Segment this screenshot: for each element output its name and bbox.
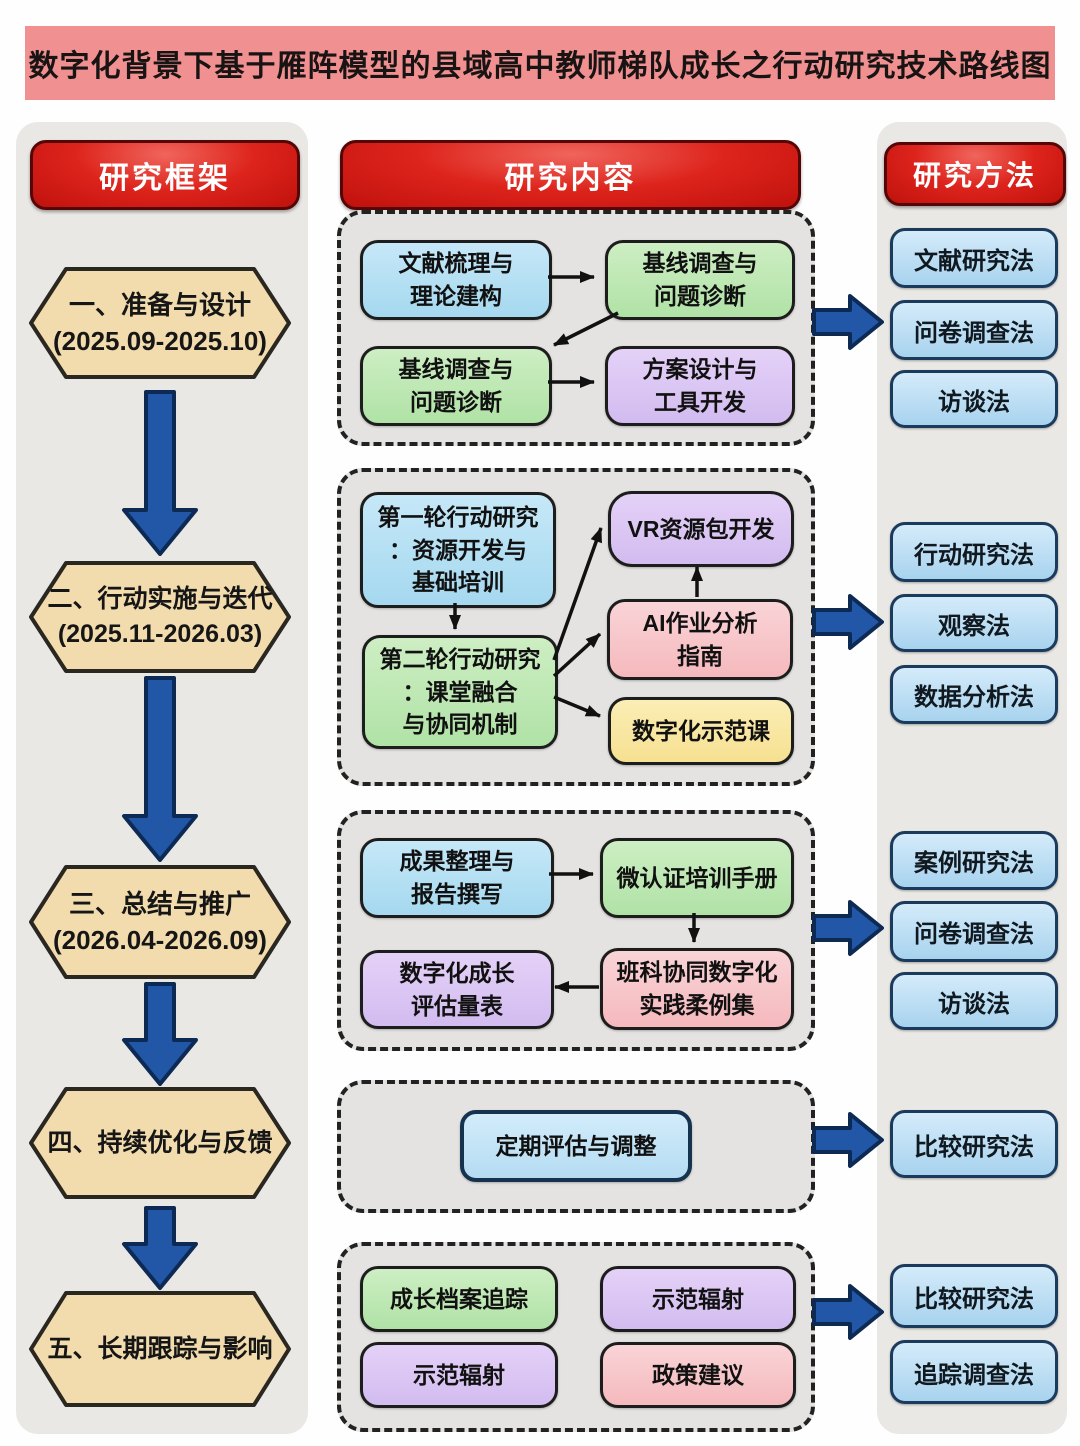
- hexagon-shape: [29, 1087, 291, 1199]
- content-box: 第二轮行动研究 ：课堂融合 与协同机制: [362, 635, 558, 749]
- flow-arrow-right-2: [812, 594, 884, 650]
- hexagon-shape: [29, 267, 291, 379]
- content-box: VR资源包开发: [608, 491, 794, 567]
- method-box: 追踪调查法: [890, 1340, 1058, 1404]
- method-box: 数据分析法: [890, 665, 1058, 724]
- content-box: 第一轮行动研究 ：资源开发与 基础培训: [360, 492, 556, 608]
- method-box: 案例研究法: [890, 831, 1058, 890]
- flow-arrow-down-4: [122, 1206, 198, 1290]
- content-box: 定期评估与调整: [460, 1110, 692, 1182]
- content-box: 数字化成长 评估量表: [360, 950, 554, 1029]
- page-title: 数字化背景下基于雁阵模型的县域高中教师梯队成长之行动研究技术路线图: [25, 26, 1055, 100]
- flow-arrow-right-4: [812, 1112, 884, 1168]
- content-box: 文献梳理与 理论建构: [360, 240, 552, 320]
- stage-hexagon-5: 五、长期跟踪与影响: [28, 1290, 292, 1408]
- flow-arrow-down-2: [122, 676, 198, 862]
- stage-name: 一、准备与设计: [68, 289, 251, 320]
- method-box: 比较研究法: [890, 1110, 1058, 1178]
- content-box: 数字化示范课: [608, 697, 794, 765]
- stage-date: (2025.11-2026.03): [57, 620, 263, 648]
- content-box: 成果整理与 报告撰写: [360, 838, 554, 918]
- content-box: 基线调查与 问题诊断: [360, 346, 552, 426]
- method-box: 问卷调查法: [890, 901, 1058, 962]
- content-box: 示范辐射: [600, 1266, 796, 1332]
- method-box: 行动研究法: [890, 522, 1058, 582]
- content-box: 方案设计与 工具开发: [605, 346, 795, 426]
- flow-arrow-down-3: [122, 982, 198, 1086]
- framework-column-header: 研究框架: [30, 140, 300, 210]
- method-box: 问卷调查法: [890, 300, 1058, 360]
- stage-date: (2026.04-2026.09): [53, 925, 267, 955]
- stage-name: 三、总结与推广: [68, 888, 251, 919]
- hexagon-shape: [29, 1291, 291, 1407]
- stage-hexagon-2: 二、行动实施与迭代 (2025.11-2026.03): [28, 560, 292, 674]
- flow-arrow-right-1: [812, 294, 884, 350]
- stage-name: 五、长期跟踪与影响: [47, 1334, 273, 1363]
- content-box: AI作业分析 指南: [607, 599, 793, 680]
- content-box: 政策建议: [600, 1342, 796, 1408]
- stage-name: 二、行动实施与迭代: [47, 585, 273, 613]
- flow-arrow-right-5: [812, 1284, 884, 1340]
- hexagon-shape: [29, 561, 291, 673]
- method-box: 观察法: [890, 594, 1058, 652]
- content-column-header: 研究内容: [340, 140, 801, 210]
- content-box: 示范辐射: [360, 1342, 558, 1408]
- flow-arrow-down-1: [122, 390, 198, 556]
- methods-column-header: 研究方法: [884, 142, 1066, 206]
- method-box: 文献研究法: [890, 228, 1058, 288]
- stage-hexagon-3: 三、总结与推广 (2026.04-2026.09): [28, 864, 292, 980]
- method-box: 访谈法: [890, 370, 1058, 428]
- stage-name: 四、持续优化与反馈: [47, 1128, 273, 1157]
- stage-hexagon-4: 四、持续优化与反馈: [28, 1086, 292, 1200]
- flow-arrow-right-3: [812, 900, 884, 956]
- content-box: 成长档案追踪: [360, 1266, 558, 1332]
- content-box: 微认证培训手册: [600, 838, 794, 918]
- method-box: 比较研究法: [890, 1264, 1058, 1328]
- hexagon-shape: [29, 865, 291, 979]
- stage-hexagon-1: 一、准备与设计 (2025.09-2025.10): [28, 266, 292, 380]
- content-box: 班科协同数字化 实践柔例集: [600, 948, 794, 1030]
- method-box: 访谈法: [890, 972, 1058, 1030]
- content-box: 基线调查与 问题诊断: [605, 240, 795, 320]
- stage-date: (2025.09-2025.10): [53, 326, 267, 356]
